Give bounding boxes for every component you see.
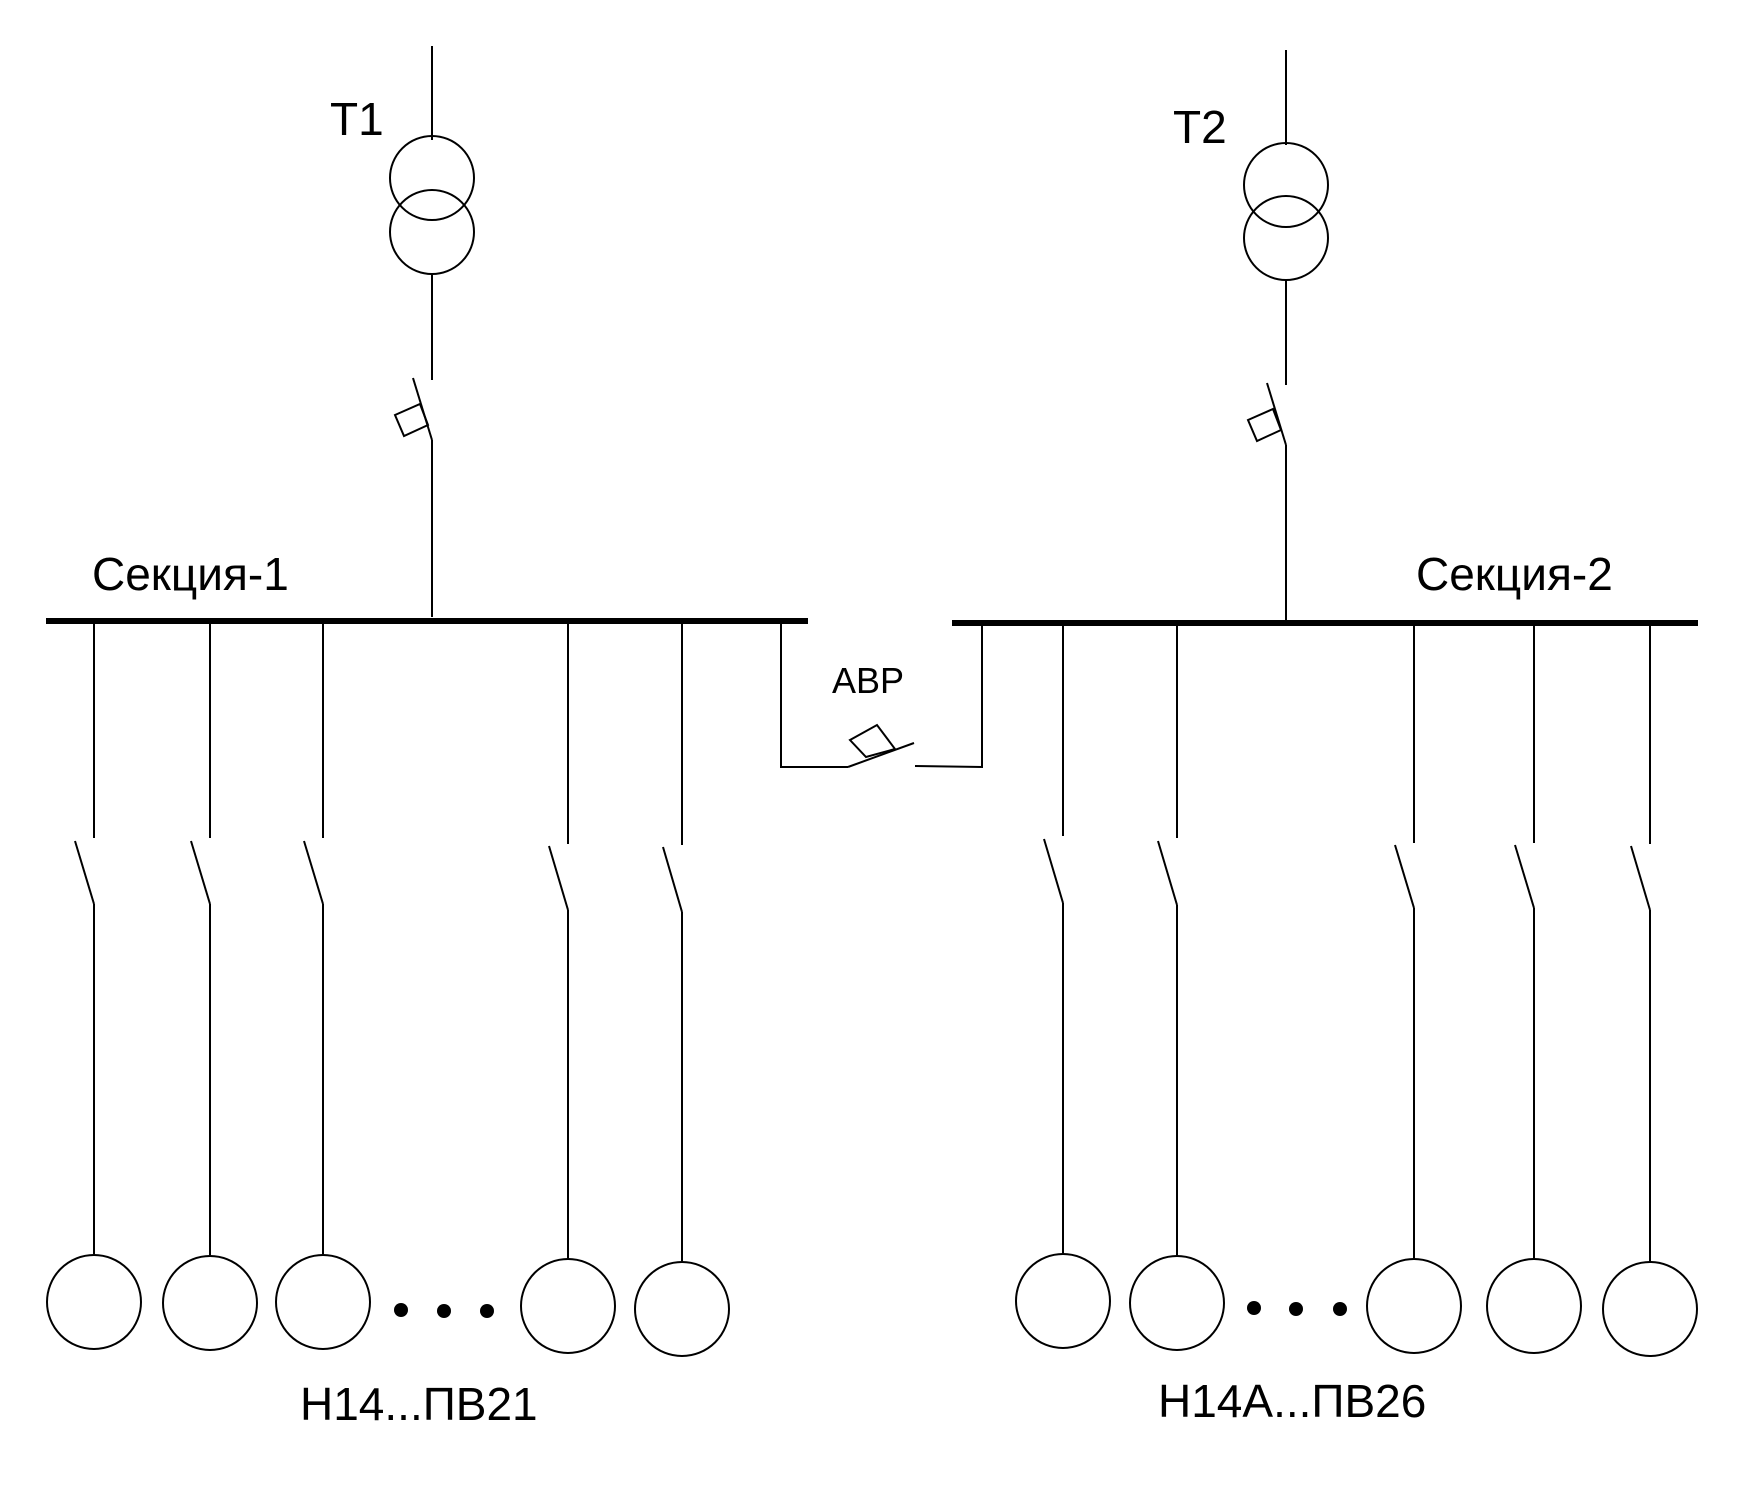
feeder: [634, 621, 730, 1357]
transformer-2-winding-secondary: [1243, 195, 1329, 281]
ellipsis-dot: [1289, 1302, 1303, 1316]
tie-breaker: АВР: [780, 621, 983, 769]
section-1-feeders: Н14...ПВ21: [46, 621, 730, 1430]
transformer-2-feeder: Т2: [1173, 50, 1329, 620]
feeder-switch: [662, 846, 683, 913]
transformer-1-label: Т1: [330, 93, 384, 145]
motor-symbol: [1129, 1255, 1225, 1351]
tie-breaker-blade: [847, 742, 915, 768]
motor-symbol: [1015, 1253, 1111, 1349]
motor-symbol: [1366, 1258, 1462, 1354]
motor-symbol: [1486, 1258, 1582, 1354]
section-1-label: Секция-1: [92, 548, 289, 600]
feeder: [1015, 623, 1111, 1349]
feeder: [1486, 623, 1582, 1354]
ellipsis-dot: [394, 1303, 408, 1317]
feeder-switch: [1514, 844, 1535, 909]
transformer-2-label: Т2: [1173, 101, 1227, 153]
feeder-switch: [1394, 844, 1415, 909]
motor-symbol: [1602, 1261, 1698, 1357]
feeder: [1129, 623, 1225, 1351]
transformer-2-breaker-blade: [1266, 382, 1287, 446]
ellipsis-dot: [437, 1304, 451, 1318]
feeder: [520, 621, 616, 1354]
motor-symbol: [46, 1254, 142, 1350]
feeder: [275, 621, 371, 1350]
feeder-switch: [303, 840, 324, 905]
feeder-switch: [548, 845, 569, 911]
feeder: [1366, 623, 1462, 1354]
ellipsis-dot: [1333, 1302, 1347, 1316]
load-group-2-label: Н14А...ПВ26: [1158, 1375, 1426, 1427]
feeder-switch: [1043, 838, 1064, 904]
feeder-switch: [1630, 845, 1651, 911]
ellipsis-dot: [1247, 1301, 1261, 1315]
tie-breaker-box: [848, 723, 897, 759]
transformer-2-breaker-box: [1246, 407, 1283, 443]
transformer-2-winding-primary: [1243, 142, 1329, 228]
load-group-1-label: Н14...ПВ21: [300, 1378, 538, 1430]
motor-symbol: [634, 1261, 730, 1357]
feeder-switch: [190, 840, 211, 905]
section-2-label: Секция-2: [1416, 548, 1613, 600]
transformer-1-breaker-box: [393, 402, 430, 438]
motor-symbol: [162, 1255, 258, 1351]
feeder-switch: [1157, 840, 1178, 906]
tie-breaker-label: АВР: [832, 660, 904, 701]
feeder: [162, 621, 258, 1351]
ellipsis-dot: [480, 1304, 494, 1318]
feeder-switch: [74, 840, 95, 905]
motor-symbol: [520, 1258, 616, 1354]
transformer-1-feeder: Т1: [330, 46, 475, 617]
feeder: [46, 621, 142, 1350]
section-2-feeders: Н14А...ПВ26: [1015, 623, 1698, 1427]
motor-symbol: [275, 1254, 371, 1350]
feeder: [1602, 623, 1698, 1357]
transformer-1-winding-primary: [389, 135, 475, 221]
transformer-1-winding-secondary: [389, 189, 475, 275]
